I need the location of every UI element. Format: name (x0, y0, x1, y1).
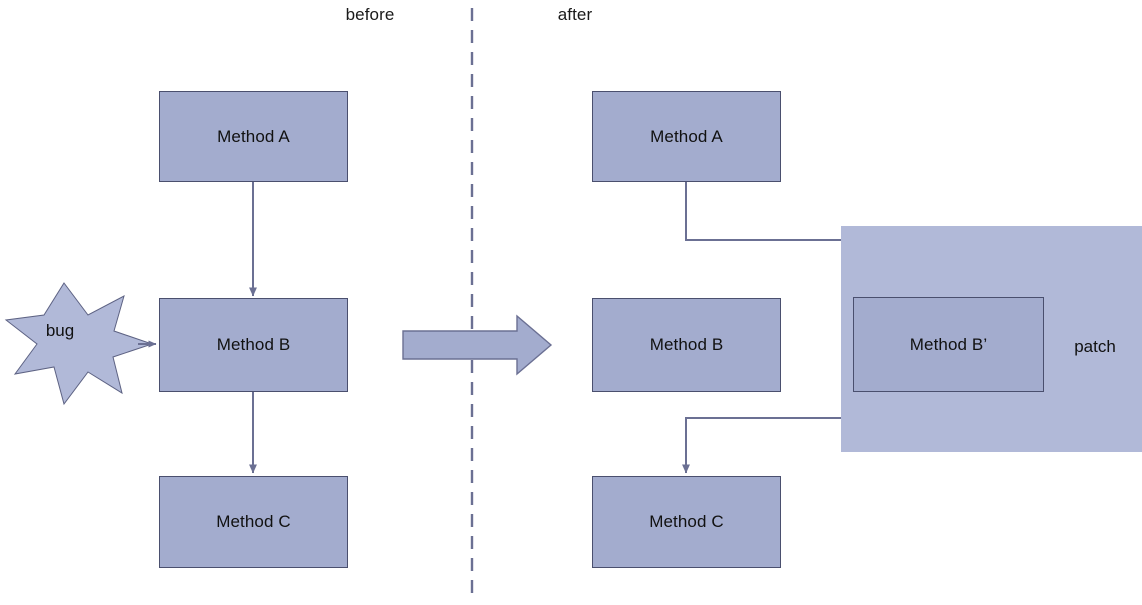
node-method-b-before[interactable]: Method B (159, 298, 348, 392)
node-method-a-after[interactable]: Method A (592, 91, 781, 182)
patch-label: patch (1074, 337, 1116, 356)
node-method-c-before[interactable]: Method C (159, 476, 348, 568)
node-label: Method A (650, 126, 723, 146)
transition-block-arrow-icon (402, 314, 553, 376)
node-method-b-after[interactable]: Method B (592, 298, 781, 392)
node-label: Method A (217, 126, 290, 146)
column-header-before: before (345, 5, 395, 24)
node-method-b-prime[interactable]: Method B’ (853, 297, 1044, 392)
bug-star-icon (4, 282, 154, 406)
bug-label: bug (45, 321, 75, 340)
node-label: Method B (649, 335, 724, 354)
node-method-a-before[interactable]: Method A (159, 91, 348, 182)
node-label: Method C (216, 512, 291, 531)
node-label: Method B’ (909, 334, 988, 354)
node-label: Method C (649, 512, 724, 531)
column-header-after: after (557, 5, 593, 24)
node-method-c-after[interactable]: Method C (592, 476, 781, 568)
node-label: Method B (216, 335, 291, 354)
